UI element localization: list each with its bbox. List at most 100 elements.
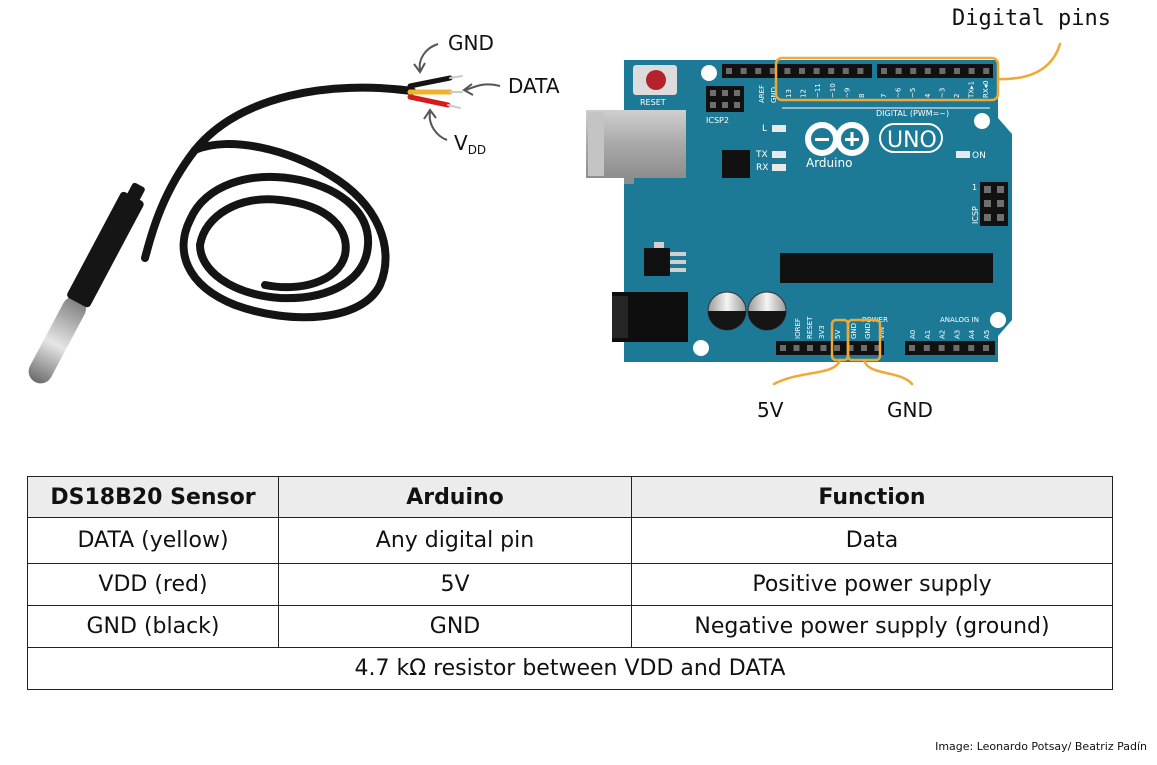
reset-button: RESET xyxy=(633,65,677,107)
power-jack xyxy=(612,292,688,342)
icsp-pin1-silkscreen: 1 xyxy=(972,183,977,192)
led-tx-label: TX xyxy=(755,150,768,160)
cell-sensor: DATA (yellow) xyxy=(27,517,279,564)
digital-pins-label: Digital pins xyxy=(952,6,1111,31)
data-wire-label: DATA xyxy=(508,74,560,98)
header-pin xyxy=(923,345,930,351)
header-pin xyxy=(769,68,776,74)
header-function: Function xyxy=(631,476,1113,518)
gnd-top-silkscreen: GND xyxy=(770,87,778,103)
brand-silkscreen: Arduino xyxy=(806,156,852,170)
aref-silkscreen: AREF xyxy=(758,85,766,103)
table-header-row: DS18B20 Sensor Arduino Function xyxy=(27,476,1113,518)
header-pin xyxy=(807,345,813,351)
header-pin xyxy=(842,68,849,74)
digital-pin-holes xyxy=(726,68,990,74)
icsp2-header: ICSP2 xyxy=(706,86,744,125)
vdd-main-text: V xyxy=(454,131,468,155)
digital-pin-number: ~6 xyxy=(895,87,903,98)
led-rx-label: RX xyxy=(756,163,768,173)
digital-pin-number: 12 xyxy=(800,89,808,98)
digital-pin-number: TX▸1 xyxy=(968,81,976,99)
reset-silkscreen: RESET xyxy=(640,98,666,107)
analog-pin-label: A1 xyxy=(924,330,932,339)
voltage-regulator xyxy=(644,242,686,276)
arduino-logo: Arduino UNO xyxy=(805,122,943,170)
header-pin xyxy=(938,345,945,351)
model-silkscreen: UNO xyxy=(887,128,937,153)
header-pin xyxy=(780,345,786,351)
header-pin xyxy=(909,345,915,351)
icsp-header: ICSP 1 xyxy=(971,182,1008,226)
ds18b20-sensor: GND DATA VDD xyxy=(28,31,560,384)
vin-silkscreen: VIN xyxy=(878,327,886,339)
header-pin xyxy=(828,68,835,74)
cell-function: Negative power supply (ground) xyxy=(631,605,1113,648)
digital-pin-number: ~9 xyxy=(843,88,851,98)
header-sensor: DS18B20 Sensor xyxy=(27,476,279,518)
board-pcb xyxy=(624,60,1012,362)
digital-pin-number: RX◂0 xyxy=(982,80,990,98)
digital-pin-number: ~3 xyxy=(938,88,946,98)
image-credit: Image: Leonardo Potsay/ Beatriz Padín xyxy=(935,740,1147,753)
header-pin xyxy=(881,68,887,74)
cell-sensor: GND (black) xyxy=(27,605,279,648)
status-leds: L TX RX ON xyxy=(755,124,986,173)
cell-function: Positive power supply xyxy=(631,563,1113,606)
ioref-silkscreen: IOREF xyxy=(794,318,802,339)
highlight-callouts xyxy=(772,42,1062,386)
digital-pin-number: 7 xyxy=(880,94,888,98)
header-pin xyxy=(968,68,975,74)
header-pin xyxy=(983,345,989,351)
cell-sensor: VDD (red) xyxy=(27,563,279,606)
digital-silkscreen: DIGITAL (PWM=~) xyxy=(876,109,949,118)
header-pin xyxy=(784,68,791,74)
header-pin xyxy=(939,68,946,74)
header-arduino: Arduino xyxy=(278,476,632,518)
gnd2-silkscreen: GND xyxy=(864,323,872,339)
5v-silkscreen: 5V xyxy=(834,330,842,339)
digital-headers xyxy=(722,64,993,78)
table-row: GND (black) GND Negative power supply (g… xyxy=(27,605,1113,648)
resistor-note: 4.7 kΩ resistor between VDD and DATA xyxy=(27,647,1113,690)
mounting-holes xyxy=(693,65,1006,356)
sensor-wire-ends xyxy=(407,75,463,109)
analog-pin-label: A3 xyxy=(953,330,961,339)
header-pin xyxy=(983,68,990,74)
wire-callout-arrows xyxy=(413,43,501,141)
power-analog-pin-holes xyxy=(780,345,989,351)
usb-port xyxy=(586,110,686,184)
vdd-wire-label: VDD xyxy=(454,131,486,157)
digital-pin-number: ~5 xyxy=(909,88,917,98)
wiring-diagram: GND DATA VDD RESET xyxy=(28,6,1111,422)
analog-pin-label: A2 xyxy=(939,330,947,339)
cell-arduino: GND xyxy=(278,605,632,648)
gnd-pin-label: GND xyxy=(887,398,933,422)
header-pin xyxy=(857,68,864,74)
cell-arduino: Any digital pin xyxy=(278,517,632,564)
analog-pin-label: A0 xyxy=(909,330,917,339)
header-pin xyxy=(968,345,975,351)
usb-chip xyxy=(722,150,750,178)
digital-pin-number: 8 xyxy=(858,94,866,98)
header-pin xyxy=(799,68,805,74)
header-pin xyxy=(874,345,881,351)
header-pin xyxy=(861,345,867,351)
5v-pin-label: 5V xyxy=(757,398,784,422)
analog-in-silkscreen: ANALOG IN xyxy=(940,316,979,324)
icsp2-silkscreen: ICSP2 xyxy=(706,116,729,125)
sensor-probe xyxy=(28,182,145,384)
header-pin xyxy=(924,68,931,74)
digital-pin-number: 4 xyxy=(924,93,932,98)
wiring-table: DS18B20 Sensor Arduino Function DATA (ye… xyxy=(27,476,1113,690)
gnd1-silkscreen: GND xyxy=(850,323,858,339)
header-pin xyxy=(820,345,827,351)
header-pin xyxy=(813,68,820,74)
power-analog-headers xyxy=(776,341,995,355)
capacitors xyxy=(707,291,787,331)
table-row: DATA (yellow) Any digital pin Data xyxy=(27,517,1113,564)
header-pin xyxy=(834,345,840,351)
table-note-row: 4.7 kΩ resistor between VDD and DATA xyxy=(27,647,1113,690)
